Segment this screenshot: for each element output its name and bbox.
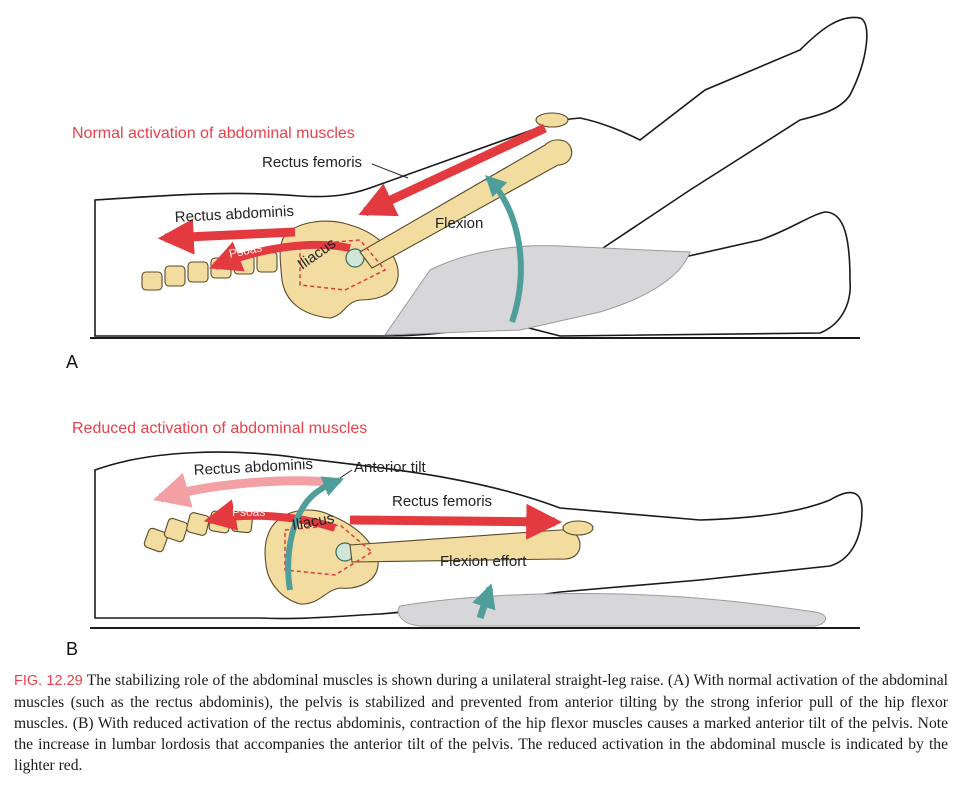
- panel-a: Normal activation of abdominal muscles R…: [66, 16, 868, 372]
- psoas-arrow: [209, 240, 351, 272]
- panel-b-letter: B: [66, 639, 78, 659]
- anterior-tilt-arrow: [285, 476, 344, 591]
- panel-b: Reduced activation of abdominal muscles …: [66, 420, 863, 659]
- flexion-effort-arrow: [472, 583, 496, 620]
- rectus-abdominis-arrow: [153, 472, 331, 508]
- label-rectus-abdominis-a: Rectus abdominis: [174, 203, 294, 226]
- figure-illustration: Normal activation of abdominal muscles R…: [66, 16, 868, 659]
- figure-number: FIG. 12.29: [14, 673, 83, 689]
- psoas-arrow: [203, 499, 337, 532]
- panel-a-letter: A: [66, 352, 78, 372]
- iliacus-region: [299, 239, 387, 291]
- support-wedge: [397, 593, 826, 627]
- label-rectus-femoris-b: Rectus femoris: [392, 493, 492, 510]
- leader-rectus-femoris-a: [371, 163, 409, 179]
- rectus-femoris-arrow: [358, 123, 547, 217]
- label-flexion-effort: Flexion effort: [440, 553, 527, 570]
- label-flexion-a: Flexion: [435, 215, 483, 232]
- rectus-femoris-arrow: [349, 503, 563, 540]
- support-wedge: [384, 245, 691, 336]
- label-psoas-a: Psoas: [228, 240, 264, 261]
- panel-a-header: Normal activation of abdominal muscles: [72, 125, 355, 142]
- label-rectus-femoris-a: Rectus femoris: [262, 154, 362, 171]
- kneecap: [562, 520, 594, 536]
- rectus-abdominis-arrow: [157, 218, 296, 255]
- flexion-arrow: [485, 175, 524, 323]
- iliacus-region: [284, 524, 374, 576]
- caption-text: The stabilizing role of the abdominal mu…: [14, 672, 948, 774]
- leader-anterior-tilt: [339, 469, 353, 479]
- femur: [359, 139, 573, 269]
- panel-b-header: Reduced activation of abdominal muscles: [72, 420, 367, 437]
- kneecap: [535, 112, 569, 128]
- label-rectus-abdominis-b: Rectus abdominis: [193, 456, 313, 479]
- label-anterior-tilt: Anterior tilt: [354, 459, 427, 476]
- label-psoas-b: Psoas: [232, 505, 265, 519]
